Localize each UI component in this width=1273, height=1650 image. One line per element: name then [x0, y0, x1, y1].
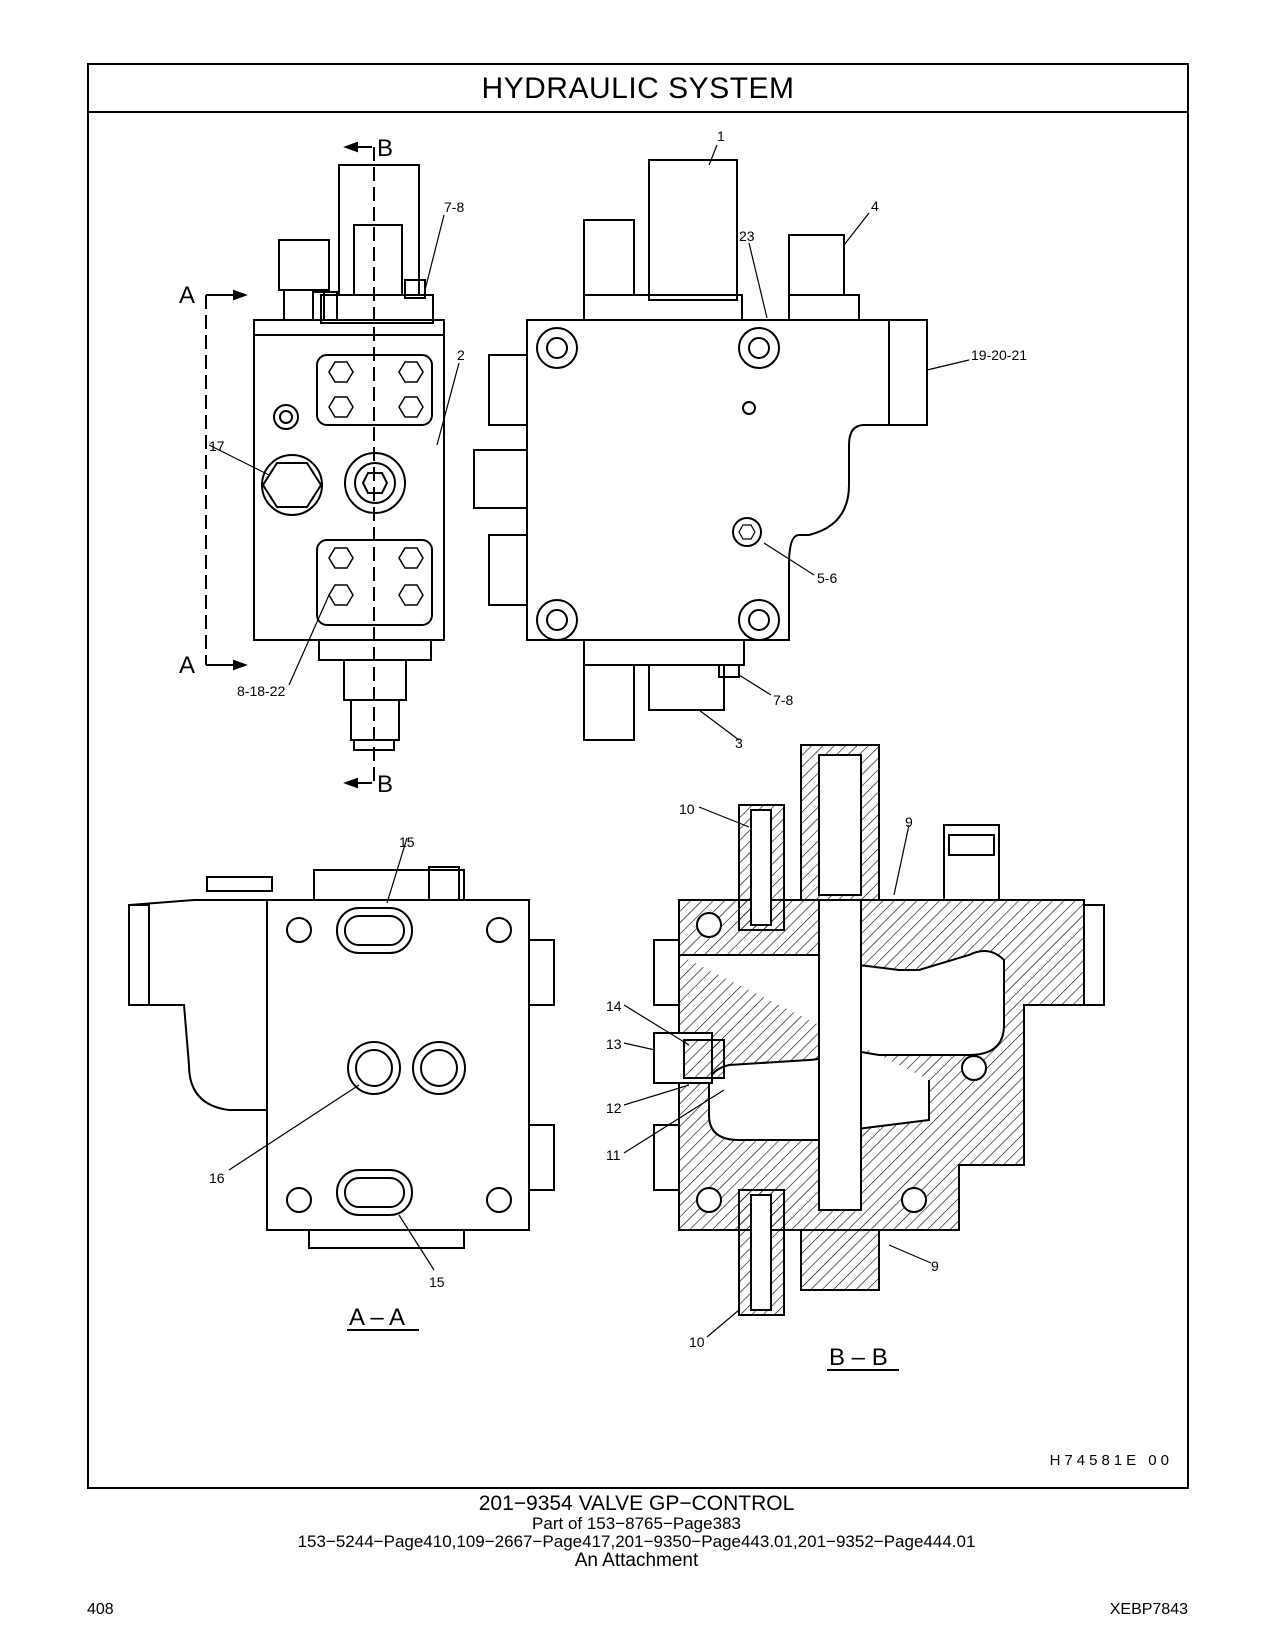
callout-15-bottom: 15 — [429, 1274, 445, 1290]
side-view — [473, 144, 970, 741]
callout-16: 16 — [209, 1170, 225, 1186]
caption-references: 153−5244−Page410,109−2667−Page417,201−93… — [297, 1532, 976, 1551]
callout-10-bottom: 10 — [689, 1334, 705, 1350]
callout-7-8-bottom: 7-8 — [773, 692, 793, 708]
document-id: XEBP7843 — [1109, 1601, 1188, 1618]
callout-9-bottom: 9 — [931, 1258, 939, 1274]
callout-2: 2 — [457, 347, 465, 363]
front-view — [205, 141, 460, 789]
section-b-view — [623, 744, 1105, 1371]
page-number: 408 — [87, 1601, 114, 1618]
callout-4: 4 — [871, 198, 879, 214]
callout-1: 1 — [717, 128, 725, 144]
callout-3: 3 — [735, 735, 743, 751]
cut-marker-b-top: B — [377, 135, 393, 162]
section-b-label: B – B — [829, 1344, 888, 1371]
callout-14: 14 — [606, 998, 622, 1014]
callout-11: 11 — [606, 1147, 621, 1163]
section-a-label: A – A — [349, 1304, 405, 1331]
callout-19-20-21: 19-20-21 — [971, 347, 1027, 363]
callout-8-18-22: 8-18-22 — [237, 683, 285, 699]
callout-23: 23 — [739, 228, 755, 244]
section-a-view — [128, 837, 555, 1331]
caption-note: An Attachment — [574, 1550, 699, 1571]
caption-part-of: Part of 153−8765−Page383 — [532, 1514, 741, 1533]
callout-9-top: 9 — [905, 814, 913, 830]
caption-title: 201−9354 VALVE GP−CONTROL — [478, 1492, 795, 1515]
callout-17: 17 — [209, 438, 225, 454]
cut-marker-a-bottom: A — [179, 652, 195, 679]
page-title: HYDRAULIC SYSTEM — [89, 65, 1187, 113]
drawing-id: H74581E 00 — [1049, 1452, 1173, 1469]
callout-15-top: 15 — [399, 834, 415, 850]
valve-diagram: 1 7-8 4 23 2 19-20-21 17 5-6 8-18-22 7-8… — [128, 128, 1105, 1371]
cut-marker-a-top: A — [179, 282, 195, 309]
callout-7-8-top: 7-8 — [444, 199, 464, 215]
callout-12: 12 — [606, 1100, 622, 1116]
callout-5-6: 5-6 — [817, 570, 837, 586]
callout-10-top: 10 — [679, 801, 695, 817]
cut-marker-b-bottom: B — [377, 771, 393, 798]
drawing-frame: HYDRAULIC SYSTEM — [87, 63, 1189, 1489]
callout-13: 13 — [606, 1036, 622, 1052]
